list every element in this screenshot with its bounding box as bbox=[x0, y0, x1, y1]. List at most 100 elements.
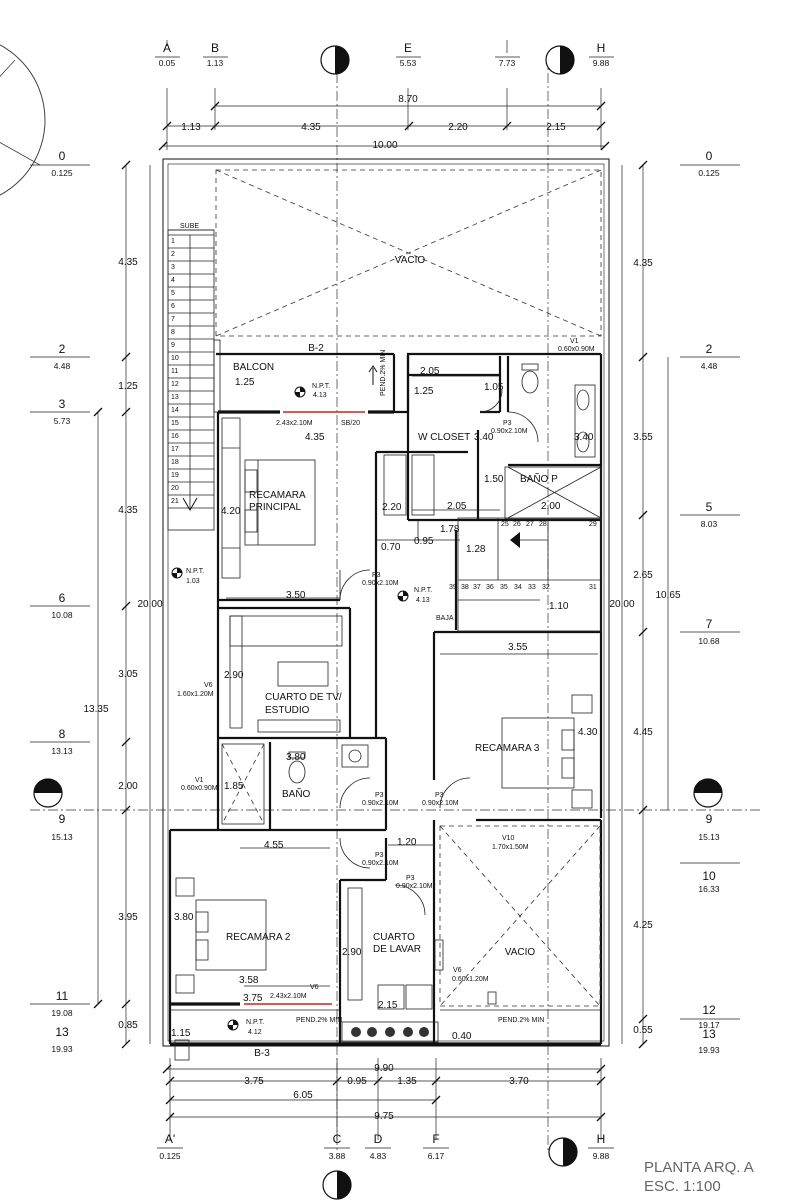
stair-step-number: 28 bbox=[539, 521, 547, 528]
axis-right-12-value: 19.17 bbox=[698, 1020, 720, 1030]
stair-step-number: 8 bbox=[171, 329, 175, 336]
washer-icon bbox=[347, 887, 444, 1010]
stair-step-number: 15 bbox=[171, 420, 179, 427]
door-size: 0.90x2.10M bbox=[396, 883, 433, 890]
drawing-title: PLANTA ARQ. A bbox=[644, 1159, 754, 1176]
inner-dim: 3.58 bbox=[239, 975, 259, 986]
window-size: 0.60x1.20M bbox=[452, 976, 489, 983]
stair-step-number: 37 bbox=[473, 584, 481, 591]
b2-label: B-2 bbox=[308, 343, 324, 354]
stair-step-number: 13 bbox=[171, 394, 179, 401]
grid-axes bbox=[30, 55, 760, 1150]
bed-icon bbox=[244, 459, 316, 546]
window-label: V6 bbox=[204, 682, 213, 689]
axis-bottom-c-value: 3.88 bbox=[329, 1151, 346, 1161]
dim-left-4-35: 4.35 bbox=[118, 257, 138, 268]
door-size: 0.90x2.10M bbox=[491, 428, 528, 435]
drawing-scale: ESC. 1:100 bbox=[644, 1178, 721, 1195]
stair-baja-label: BAJA bbox=[436, 615, 454, 622]
bed-icon bbox=[501, 694, 593, 809]
bottom-axis-labels: A' 0.125 C 3.88 D 4.83 F 6.17 H 9.88 bbox=[157, 1132, 614, 1200]
dim-right-4-35: 4.35 bbox=[633, 258, 653, 269]
inner-dim: 0.95 bbox=[414, 536, 434, 547]
dim-9-90: 9.90 bbox=[374, 1063, 394, 1074]
axis-left-11: 11 bbox=[56, 989, 69, 1003]
axis-top-7-73-value: 7.73 bbox=[499, 58, 516, 68]
title-block: PLANTA ARQ. A ESC. 1:100 bbox=[644, 1159, 754, 1195]
inner-dim: 1.85 bbox=[224, 781, 244, 792]
room-balcon: BALCON bbox=[233, 362, 274, 373]
inner-dim: 3.40 bbox=[474, 432, 494, 443]
section-marker-icon bbox=[693, 778, 723, 808]
dim-right-2-65: 2.65 bbox=[633, 570, 653, 581]
axis-top-h-value: 9.88 bbox=[593, 58, 610, 68]
section-marker-icon bbox=[548, 1137, 578, 1167]
inner-dim: 0.40 bbox=[452, 1031, 472, 1042]
inner-dim: 1.25 bbox=[235, 377, 255, 388]
window-size: 0.60x0.90M bbox=[181, 785, 218, 792]
npt-value: 1.03 bbox=[186, 578, 200, 585]
dim-2-20: 2.20 bbox=[448, 122, 468, 133]
axis-left-6: 6 bbox=[59, 591, 66, 605]
vacio-top-area: VACIO bbox=[215, 169, 602, 337]
planter-icon bbox=[341, 1021, 439, 1043]
axis-right-10: 10 bbox=[702, 869, 716, 883]
stair-step-number: 29 bbox=[589, 521, 597, 528]
axis-left-0: 0 bbox=[59, 149, 66, 163]
dim-right-3-55: 3.55 bbox=[633, 432, 653, 443]
axis-left-9: 9 bbox=[59, 812, 66, 826]
inner-dim: 3.80 bbox=[174, 912, 194, 923]
inner-dim: 1.25 bbox=[414, 386, 434, 397]
stair-step-number: 4 bbox=[171, 277, 175, 284]
inner-dim: 4.30 bbox=[578, 727, 598, 738]
axis-left-11-value: 19.08 bbox=[51, 1008, 73, 1018]
axis-top-a-value: 0.05 bbox=[159, 58, 176, 68]
axis-right-2-value: 4.48 bbox=[701, 361, 718, 371]
stair-step-number: 27 bbox=[526, 521, 534, 528]
axis-top-a: A bbox=[163, 41, 171, 55]
dim-9-75: 9.75 bbox=[374, 1111, 394, 1122]
section-marker-icon bbox=[322, 1170, 352, 1200]
dim-right-20-00: 20.00 bbox=[609, 599, 634, 610]
stair-step-number: 26 bbox=[513, 521, 521, 528]
stair-step-number: 9 bbox=[171, 342, 175, 349]
axis-bottom-d-value: 4.83 bbox=[370, 1151, 387, 1161]
dim-3-75b: 3.75 bbox=[244, 1076, 264, 1087]
axis-bottom-a-prime: A' bbox=[165, 1132, 175, 1146]
stair-step-number: 39 bbox=[449, 584, 457, 591]
dim-left-2-00: 2.00 bbox=[118, 781, 138, 792]
level-marker-icon bbox=[294, 386, 306, 398]
furniture bbox=[174, 363, 596, 1061]
door-label: P3 bbox=[375, 852, 384, 859]
npt-value: 4.12 bbox=[248, 1029, 262, 1036]
room-vacio-bottom: VACIO bbox=[505, 947, 536, 958]
window-size: 0.60x0.90M bbox=[558, 346, 595, 353]
axis-left-9-value: 15.13 bbox=[51, 832, 73, 842]
door-size: 0.90x2.10M bbox=[422, 800, 459, 807]
dim-1-13: 1.13 bbox=[181, 122, 201, 133]
axis-top-e-value: 5.53 bbox=[400, 58, 417, 68]
inner-dim: 2.90 bbox=[224, 670, 244, 681]
window-size: 2.43x2.10M bbox=[270, 993, 307, 1000]
stair-step-number: 31 bbox=[589, 584, 597, 591]
inner-dim: 1.20 bbox=[397, 837, 417, 848]
dim-left-3-95: 3.95 bbox=[118, 912, 138, 923]
inner-dim: 3.40 bbox=[574, 432, 594, 443]
axis-right-9: 9 bbox=[706, 812, 713, 826]
dim-0-95: 0.95 bbox=[347, 1076, 367, 1087]
level-marker-icon bbox=[171, 567, 183, 579]
stair-step-number: 11 bbox=[171, 368, 178, 375]
axis-right-5: 5 bbox=[706, 500, 713, 514]
dim-10-00: 10.00 bbox=[372, 140, 397, 151]
column-icon bbox=[174, 991, 497, 1061]
dim-left-13-35: 13.35 bbox=[83, 704, 108, 715]
dim-left-1-25: 1.25 bbox=[118, 381, 138, 392]
axis-left-3: 3 bbox=[59, 397, 66, 411]
bottom-dimensions: 9.90 3.75 0.95 1.35 3.70 6.05 9.75 bbox=[162, 1058, 606, 1140]
stair-step-number: 6 bbox=[171, 303, 175, 310]
dim-right-0-55: 0.55 bbox=[633, 1025, 653, 1036]
stair-step-number: 14 bbox=[171, 407, 179, 414]
level-marker-icon bbox=[227, 1019, 239, 1031]
inner-dim: 3.50 bbox=[286, 590, 306, 601]
dim-1-35: 1.35 bbox=[397, 1076, 417, 1087]
